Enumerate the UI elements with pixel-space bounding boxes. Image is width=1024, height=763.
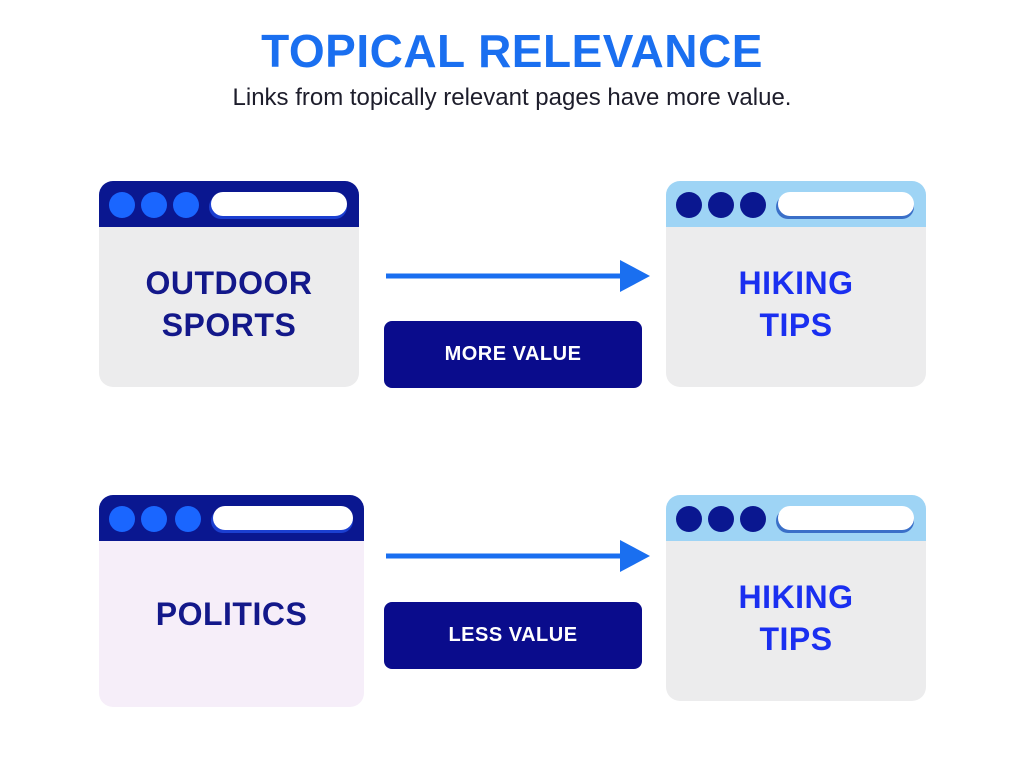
source-label-line2: SPORTS	[161, 307, 297, 343]
target-window-hiking-tips: HIKING TIPS	[666, 495, 926, 701]
window-content: POLITICS	[99, 541, 364, 707]
source-window-outdoor-sports: OUTDOOR SPORTS	[99, 181, 359, 387]
link-arrow-icon	[386, 540, 650, 572]
window-dot-icon	[708, 506, 734, 532]
target-window-hiking-tips: HIKING TIPS	[666, 181, 926, 387]
address-bar	[778, 506, 914, 530]
address-bar	[778, 192, 914, 216]
more-value-badge: MORE VALUE	[384, 321, 642, 388]
window-dot-icon	[141, 506, 167, 532]
target-label-line1: HIKING	[738, 579, 854, 615]
window-dot-icon	[141, 192, 167, 218]
window-title-bar	[666, 181, 926, 227]
source-window-politics: POLITICS	[99, 495, 364, 707]
source-label-line1: POLITICS	[155, 596, 308, 632]
window-dot-icon	[676, 192, 702, 218]
link-arrow-icon	[386, 260, 650, 292]
window-title-bar	[99, 181, 359, 227]
window-dot-icon	[708, 192, 734, 218]
window-dot-icon	[109, 506, 135, 532]
target-label-line2: TIPS	[759, 307, 833, 343]
window-content: OUTDOOR SPORTS	[99, 227, 359, 387]
window-title-bar	[666, 495, 926, 541]
diagram-subtitle: Links from topically relevant pages have…	[232, 84, 792, 111]
window-content: HIKING TIPS	[666, 227, 926, 387]
diagram-title: TOPICAL RELEVANCE	[261, 25, 763, 77]
target-label-line2: TIPS	[759, 621, 833, 657]
window-dot-icon	[740, 506, 766, 532]
window-dot-icon	[740, 192, 766, 218]
source-label-line1: OUTDOOR	[145, 265, 313, 301]
target-label-line1: HIKING	[738, 265, 854, 301]
less-value-badge: LESS VALUE	[384, 602, 642, 669]
window-dot-icon	[175, 506, 201, 532]
window-dot-icon	[109, 192, 135, 218]
address-bar	[213, 506, 353, 530]
window-title-bar	[99, 495, 364, 541]
window-dot-icon	[173, 192, 199, 218]
address-bar	[211, 192, 347, 216]
window-content: HIKING TIPS	[666, 541, 926, 701]
window-dot-icon	[676, 506, 702, 532]
